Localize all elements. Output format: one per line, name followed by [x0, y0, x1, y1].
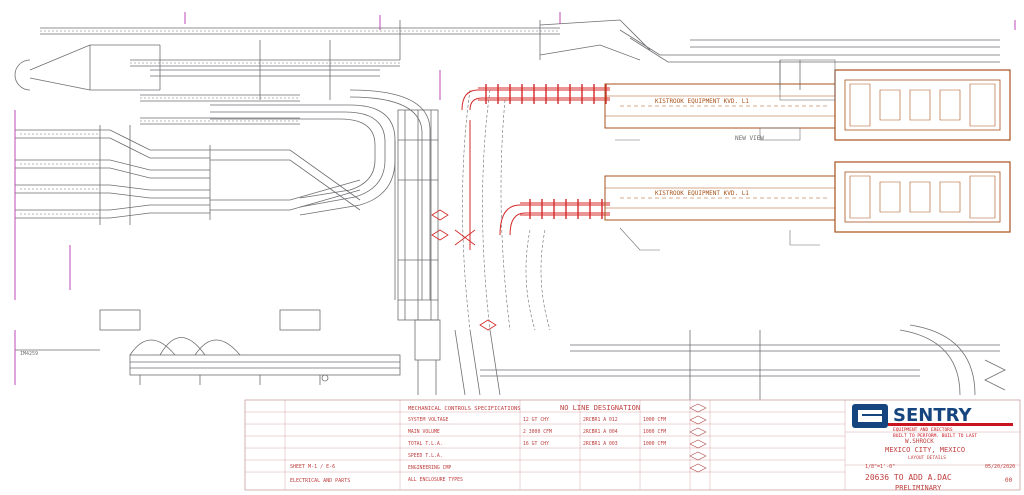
spec-cell-eq: 2RCBR1 A 004 — [583, 429, 618, 435]
spec-title: MECHANICAL CONTROLS SPECIFICATIONS — [408, 406, 521, 412]
sheet-number: 00 — [1005, 477, 1013, 484]
location: MEXICO CITY, MEXICO — [885, 446, 965, 454]
spec-cell-name: MAIN VOLUME — [408, 429, 440, 435]
oven-annotations — [615, 59, 836, 251]
line-left-label: IM4259 — [20, 351, 38, 357]
spec-cell-name: SYSTEM VOLTAGE — [408, 417, 449, 423]
location-sub: LAYOUT DETAILS — [908, 455, 946, 461]
spec-table: SYSTEM VOLTAGE 12 GT CHY 2RCBR1 A 012 1000 … — [408, 417, 666, 483]
sheet-note-2: ELECTRICAL AND PARTS — [290, 478, 350, 484]
oven-top-label: KISTROOK EQUIPMENT KVD. L1 — [655, 98, 749, 105]
sheet-note: SHEET M-1 / E-6 — [290, 464, 335, 470]
sentry-logo-mark — [852, 404, 1013, 428]
oven-bottom-line — [604, 161, 1011, 233]
spec-cell-eq: 2RCBR1 A 003 — [583, 441, 618, 447]
spec-cell-name: ALL ENCLOSURE TYPES — [408, 477, 463, 483]
spec-cell-value: 12 GT CHY — [523, 417, 549, 423]
title-block — [244, 399, 1021, 491]
spec-cell-name: SPEED T.L.A. — [408, 453, 443, 459]
red-accumulation-top — [461, 87, 610, 250]
oven-top-line — [604, 69, 1011, 141]
spec-cell-value: 2 3000 CFM — [523, 429, 552, 435]
spec-cell-eq: 2RCBR1 A 012 — [583, 417, 618, 423]
client-name: W.SHROCK — [905, 438, 934, 445]
left-conveyor-lanes — [14, 20, 560, 225]
no-designation: NO LINE DESIGNATION — [560, 404, 640, 412]
spec-cell-cfm: 1000 CFM — [643, 429, 666, 435]
date: 05/20/2020 — [985, 464, 1015, 470]
vertical-spine-conveyor — [397, 109, 501, 396]
bottom-right-conveyor — [480, 324, 1006, 400]
spec-cell-cfm: 1000 CFM — [643, 441, 666, 447]
left-dashes — [20, 30, 560, 215]
company-name: SENTRY — [893, 405, 972, 426]
spiral-conveyor — [210, 89, 431, 300]
upper-right-conveyor — [539, 19, 1000, 90]
drawing-title: 20636 TO ADD A.DAC — [865, 473, 952, 482]
red-rungs-top — [485, 84, 607, 104]
oven-bottom-label: KISTROOK EQUIPMENT KVD. L1 — [655, 190, 749, 197]
company-sub: EQUIPMENT AND ERECTORS — [893, 427, 953, 433]
spec-cell-name: ENGINEERING CMP — [408, 465, 451, 471]
spec-cell-name: TOTAL T.L.A. — [408, 441, 443, 447]
spec-cell-value: 16 GT CHY — [523, 441, 549, 447]
red-markers — [431, 209, 497, 331]
lower-left-machine — [15, 309, 401, 385]
scale: 1/8"=1'-0" — [865, 464, 895, 470]
red-rungs-bottom — [529, 199, 603, 219]
center-dashed-lanes — [462, 89, 551, 331]
new-view-label: NEW VIEW — [735, 135, 764, 142]
magenta-margin-ticks — [14, 12, 1016, 385]
red-accumulation-bottom — [499, 202, 610, 236]
tagline: BUILT TO PERFORM. BUILT TO LAST — [893, 433, 977, 439]
drawing-labels: KISTROOK EQUIPMENT KVD. L1 KISTROOK EQUI… — [20, 98, 1015, 492]
status: PRELIMINARY — [895, 484, 942, 492]
spec-cell-cfm: 1000 CFM — [643, 417, 666, 423]
